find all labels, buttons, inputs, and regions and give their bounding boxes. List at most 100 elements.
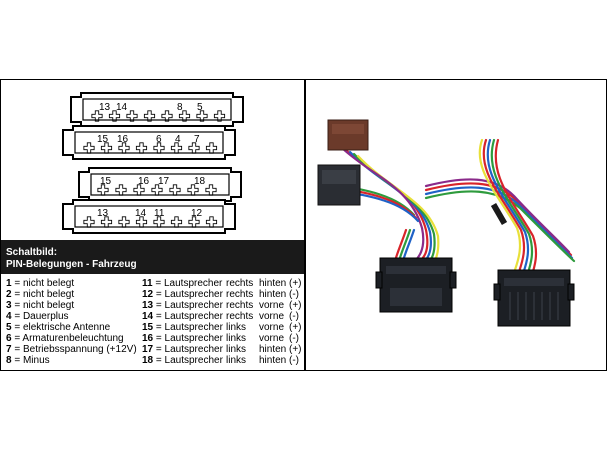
c4-label-13: 13 (97, 208, 109, 219)
pin-description: = Betriebsspannung (+12V) (14, 344, 137, 355)
connector-3: 15 16 17 18 (78, 167, 242, 202)
pin-description: = Lautsprecher (155, 355, 223, 366)
c3-label-18: 18 (194, 176, 206, 187)
pin-description: = Lautsprecher (155, 289, 223, 300)
pin-assignment-header: Schaltbild: PIN-Belegungen - Fahrzeug (1, 240, 304, 274)
pin-number: 13 (142, 300, 154, 311)
pin-description: = Lautsprecher (155, 333, 223, 344)
c1-label-5: 5 (197, 102, 203, 113)
c2-label-4: 4 (175, 134, 181, 145)
c4-label-12: 12 (191, 208, 203, 219)
pin-polarity: (-) (289, 311, 299, 322)
connector-1: 13 14 8 5 (70, 92, 244, 127)
pin-polarity: (+) (289, 322, 302, 333)
diagram-frame (0, 79, 607, 371)
c2-label-15: 15 (97, 134, 109, 145)
c1-label-13: 13 (99, 102, 111, 113)
pin-side: rechts (226, 278, 254, 289)
pin-side: rechts (226, 300, 254, 311)
c2-label-6: 6 (156, 134, 162, 145)
pin-number: 15 (142, 322, 154, 333)
pin-number: 2 (6, 289, 12, 300)
pin-polarity: (+) (289, 300, 302, 311)
connector-diagram-svg: 13 14 8 5 15 16 6 4 7 15 16 17 18 (62, 92, 244, 234)
panel-divider (304, 79, 306, 371)
pin-side: links (226, 333, 247, 344)
header-title: Schaltbild: (6, 247, 58, 258)
pin-row-1: 1 = nicht belegt (6, 278, 74, 289)
pin-polarity: (+) (289, 344, 302, 355)
c3-label-17: 17 (158, 176, 170, 187)
pin-side: links (226, 355, 247, 366)
connector-2: 15 16 6 4 7 (62, 125, 236, 160)
connector-pin-diagram: 13 14 8 5 15 16 6 4 7 15 16 17 18 (1, 80, 304, 240)
pin-side: rechts (226, 289, 254, 300)
vehicle-connector-right (493, 269, 575, 327)
pin-position: hinten (259, 355, 287, 366)
pin-number: 12 (142, 289, 154, 300)
harness-illustration (317, 119, 576, 327)
pin-position: vorne (259, 311, 285, 322)
harness-photo (306, 80, 606, 370)
pin-position: vorne (259, 333, 285, 344)
pin-description: = elektrische Antenne (14, 322, 111, 333)
pin-description: = Lautsprecher (155, 344, 223, 355)
pin-description: = nicht belegt (14, 278, 75, 289)
pin-side: rechts (226, 311, 254, 322)
pin-polarity: (-) (289, 355, 299, 366)
c1-label-8: 8 (177, 102, 183, 113)
pin-number: 11 (142, 278, 153, 289)
pin-position: vorne (259, 300, 285, 311)
pin-description: = Lautsprecher (155, 311, 223, 322)
pin-row-8: 8 = Minus (6, 355, 50, 366)
c1-label-14: 14 (116, 102, 128, 113)
pin-number: 8 (6, 355, 12, 366)
pin-number: 1 (6, 278, 12, 289)
pin-row-6: 6 = Armaturenbeleuchtung (6, 333, 124, 344)
pin-side: links (226, 322, 247, 333)
c4-label-11: 11 (154, 208, 165, 219)
connector-4: 13 14 11 12 (62, 199, 236, 234)
pin-polarity: (-) (289, 289, 299, 300)
iso-plug-brown (327, 119, 369, 151)
pin-position: hinten (259, 289, 287, 300)
pin-side: links (226, 344, 247, 355)
pin-description: = Lautsprecher (155, 322, 223, 333)
iso-plug-dark (317, 164, 361, 206)
pin-description: = Lautsprecher (155, 278, 223, 289)
pin-legend: 1 = nicht belegt 2 = nicht belegt 3 = ni… (1, 276, 304, 370)
c4-label-14: 14 (135, 208, 147, 219)
pin-description: = Lautsprecher (155, 300, 223, 311)
pin-number: 5 (6, 322, 12, 333)
pin-polarity: (-) (289, 333, 299, 344)
pin-number: 16 (142, 333, 154, 344)
c3-label-15: 15 (100, 176, 112, 187)
pin-description: = nicht belegt (14, 289, 75, 300)
pin-number: 7 (6, 344, 12, 355)
header-subtitle: PIN-Belegungen - Fahrzeug (6, 259, 137, 270)
pin-number: 14 (142, 311, 154, 322)
pin-position: hinten (259, 344, 287, 355)
pin-number: 18 (142, 355, 154, 366)
c2-label-16: 16 (117, 134, 129, 145)
pin-number: 17 (142, 344, 154, 355)
pin-number: 4 (6, 311, 12, 322)
pin-row-5: 5 = elektrische Antenne (6, 322, 110, 333)
pin-row-3: 3 = nicht belegt (6, 300, 74, 311)
pin-row-7: 7 = Betriebsspannung (+12V) (6, 344, 137, 355)
vehicle-connector-left (375, 257, 457, 313)
pin-description: = Minus (14, 355, 50, 366)
pin-position: vorne (259, 322, 285, 333)
pin-number: 3 (6, 300, 12, 311)
pin-description: = Dauerplus (14, 311, 69, 322)
pin-description: = nicht belegt (14, 300, 75, 311)
pin-polarity: (+) (289, 278, 302, 289)
